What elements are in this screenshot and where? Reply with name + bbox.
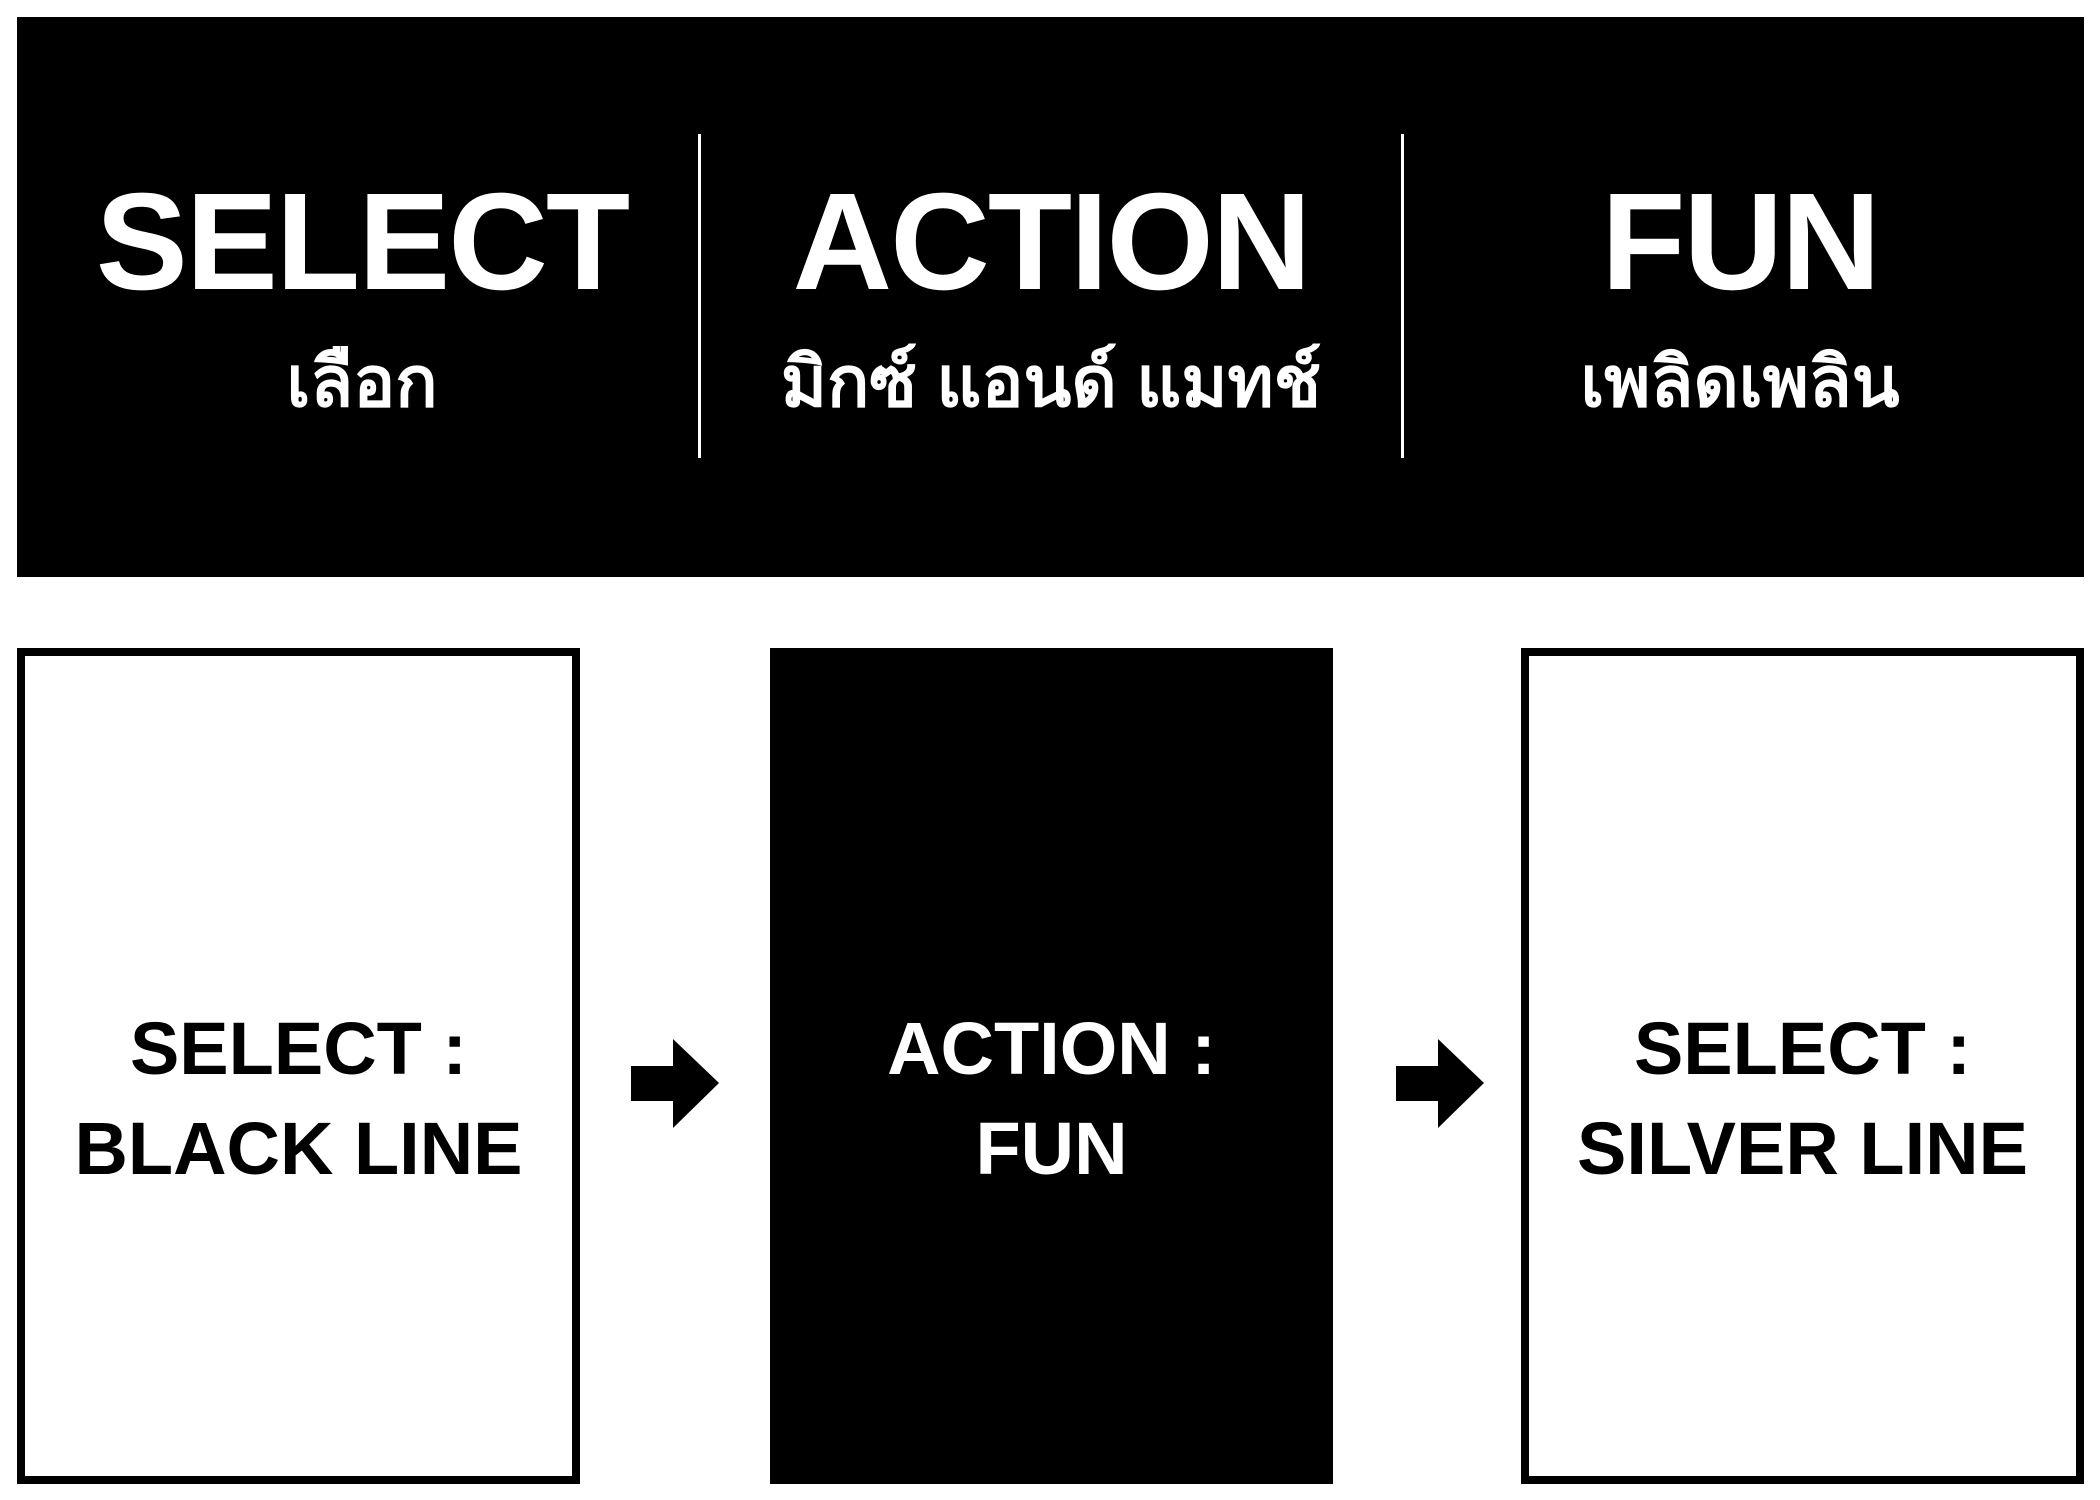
step-value: SILVER LINE bbox=[1577, 1107, 2028, 1190]
step-select-black-line: SELECT : BLACK LINE bbox=[17, 648, 580, 1484]
divider bbox=[1401, 134, 1404, 458]
step-label: SELECT : bbox=[129, 1007, 468, 1090]
column-title: SELECT bbox=[95, 165, 630, 319]
header-banner: SELECT เลือก ACTION มิกซ์ แอนด์ แมทช์ FU… bbox=[17, 17, 2084, 577]
right-arrow-icon bbox=[631, 1039, 719, 1128]
column-action: ACTION มิกซ์ แอนด์ แมทช์ bbox=[706, 17, 1396, 577]
step-label: ACTION : bbox=[887, 1007, 1216, 1090]
column-fun: FUN เพลิดเพลิน bbox=[1395, 17, 2085, 577]
step-value: BLACK LINE bbox=[74, 1107, 523, 1190]
column-title: FUN bbox=[1601, 165, 1881, 319]
column-subtitle: มิกซ์ แอนด์ แมทช์ bbox=[780, 343, 1322, 421]
column-select: SELECT เลือก bbox=[17, 17, 707, 577]
column-title: ACTION bbox=[792, 165, 1312, 319]
step-label: SELECT : bbox=[1633, 1007, 1972, 1090]
divider bbox=[698, 134, 701, 458]
right-arrow-icon bbox=[1396, 1039, 1484, 1128]
step-action-fun: ACTION : FUN bbox=[770, 648, 1333, 1484]
column-subtitle: เพลิดเพลิน bbox=[1580, 343, 1900, 421]
column-subtitle: เลือก bbox=[286, 343, 438, 421]
step-select-silver-line: SELECT : SILVER LINE bbox=[1521, 648, 2084, 1484]
step-value: FUN bbox=[975, 1107, 1128, 1190]
